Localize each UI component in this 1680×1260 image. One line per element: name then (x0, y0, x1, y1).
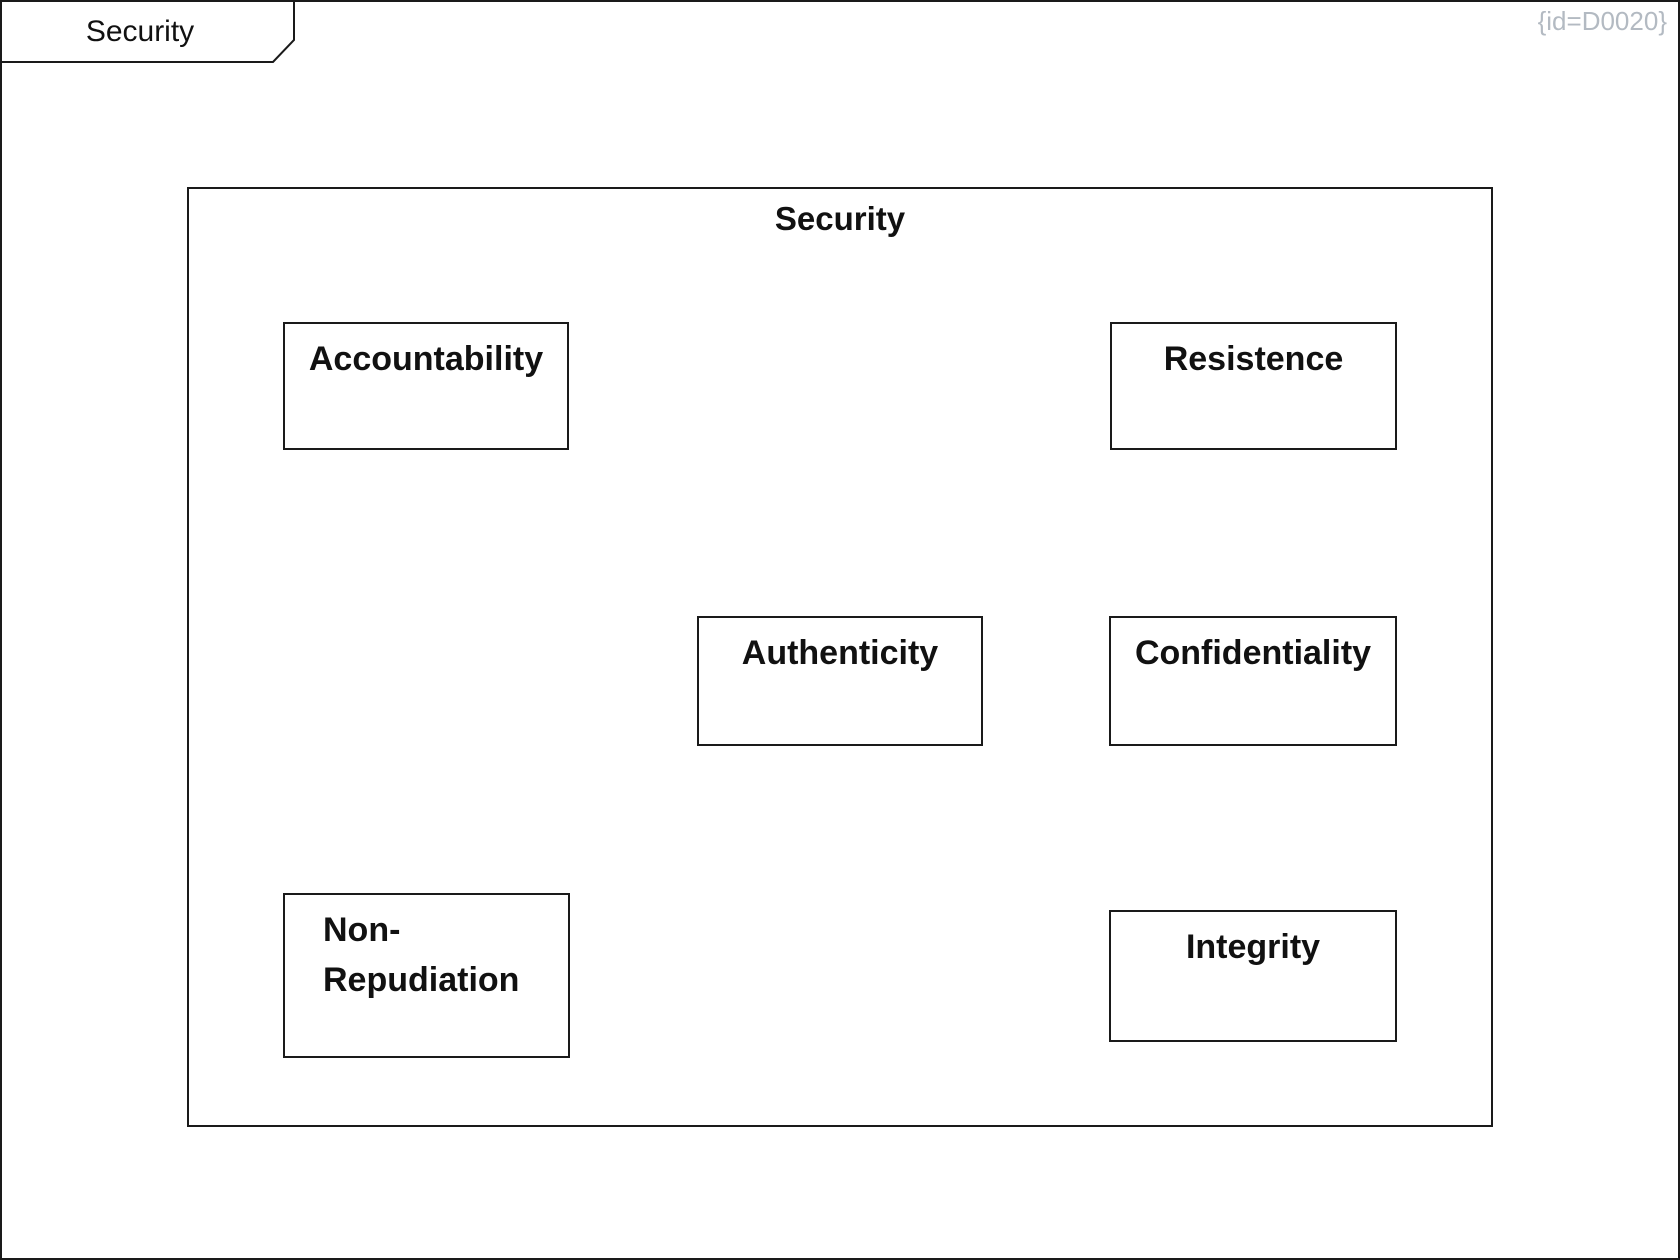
node-non-repudiation-label: Non-Repudiation (323, 911, 520, 999)
node-resistence-label: Resistence (1163, 340, 1344, 378)
node-accountability-label: Accountability (308, 340, 544, 378)
node-confidentiality[interactable]: Confidentiality (1109, 616, 1397, 746)
security-package-title: Security (774, 200, 906, 237)
node-confidentiality-label: Confidentiality (1134, 634, 1372, 672)
frame-tab-shape (0, 0, 295, 63)
node-non-repudiation[interactable]: Non-Repudiation (283, 893, 570, 1058)
node-accountability[interactable]: Accountability (283, 322, 569, 450)
node-integrity[interactable]: Integrity (1109, 910, 1397, 1042)
diagram-id-label: {id=D0020} (1537, 6, 1667, 36)
security-package-node[interactable]: Security Accountability Resistence Authe… (187, 187, 1493, 1127)
node-authenticity-label: Authenticity (741, 634, 939, 672)
node-resistence[interactable]: Resistence (1110, 322, 1397, 450)
node-integrity-label: Integrity (1185, 928, 1321, 966)
frame-tab-label: Security (85, 15, 195, 48)
node-authenticity[interactable]: Authenticity (697, 616, 983, 746)
